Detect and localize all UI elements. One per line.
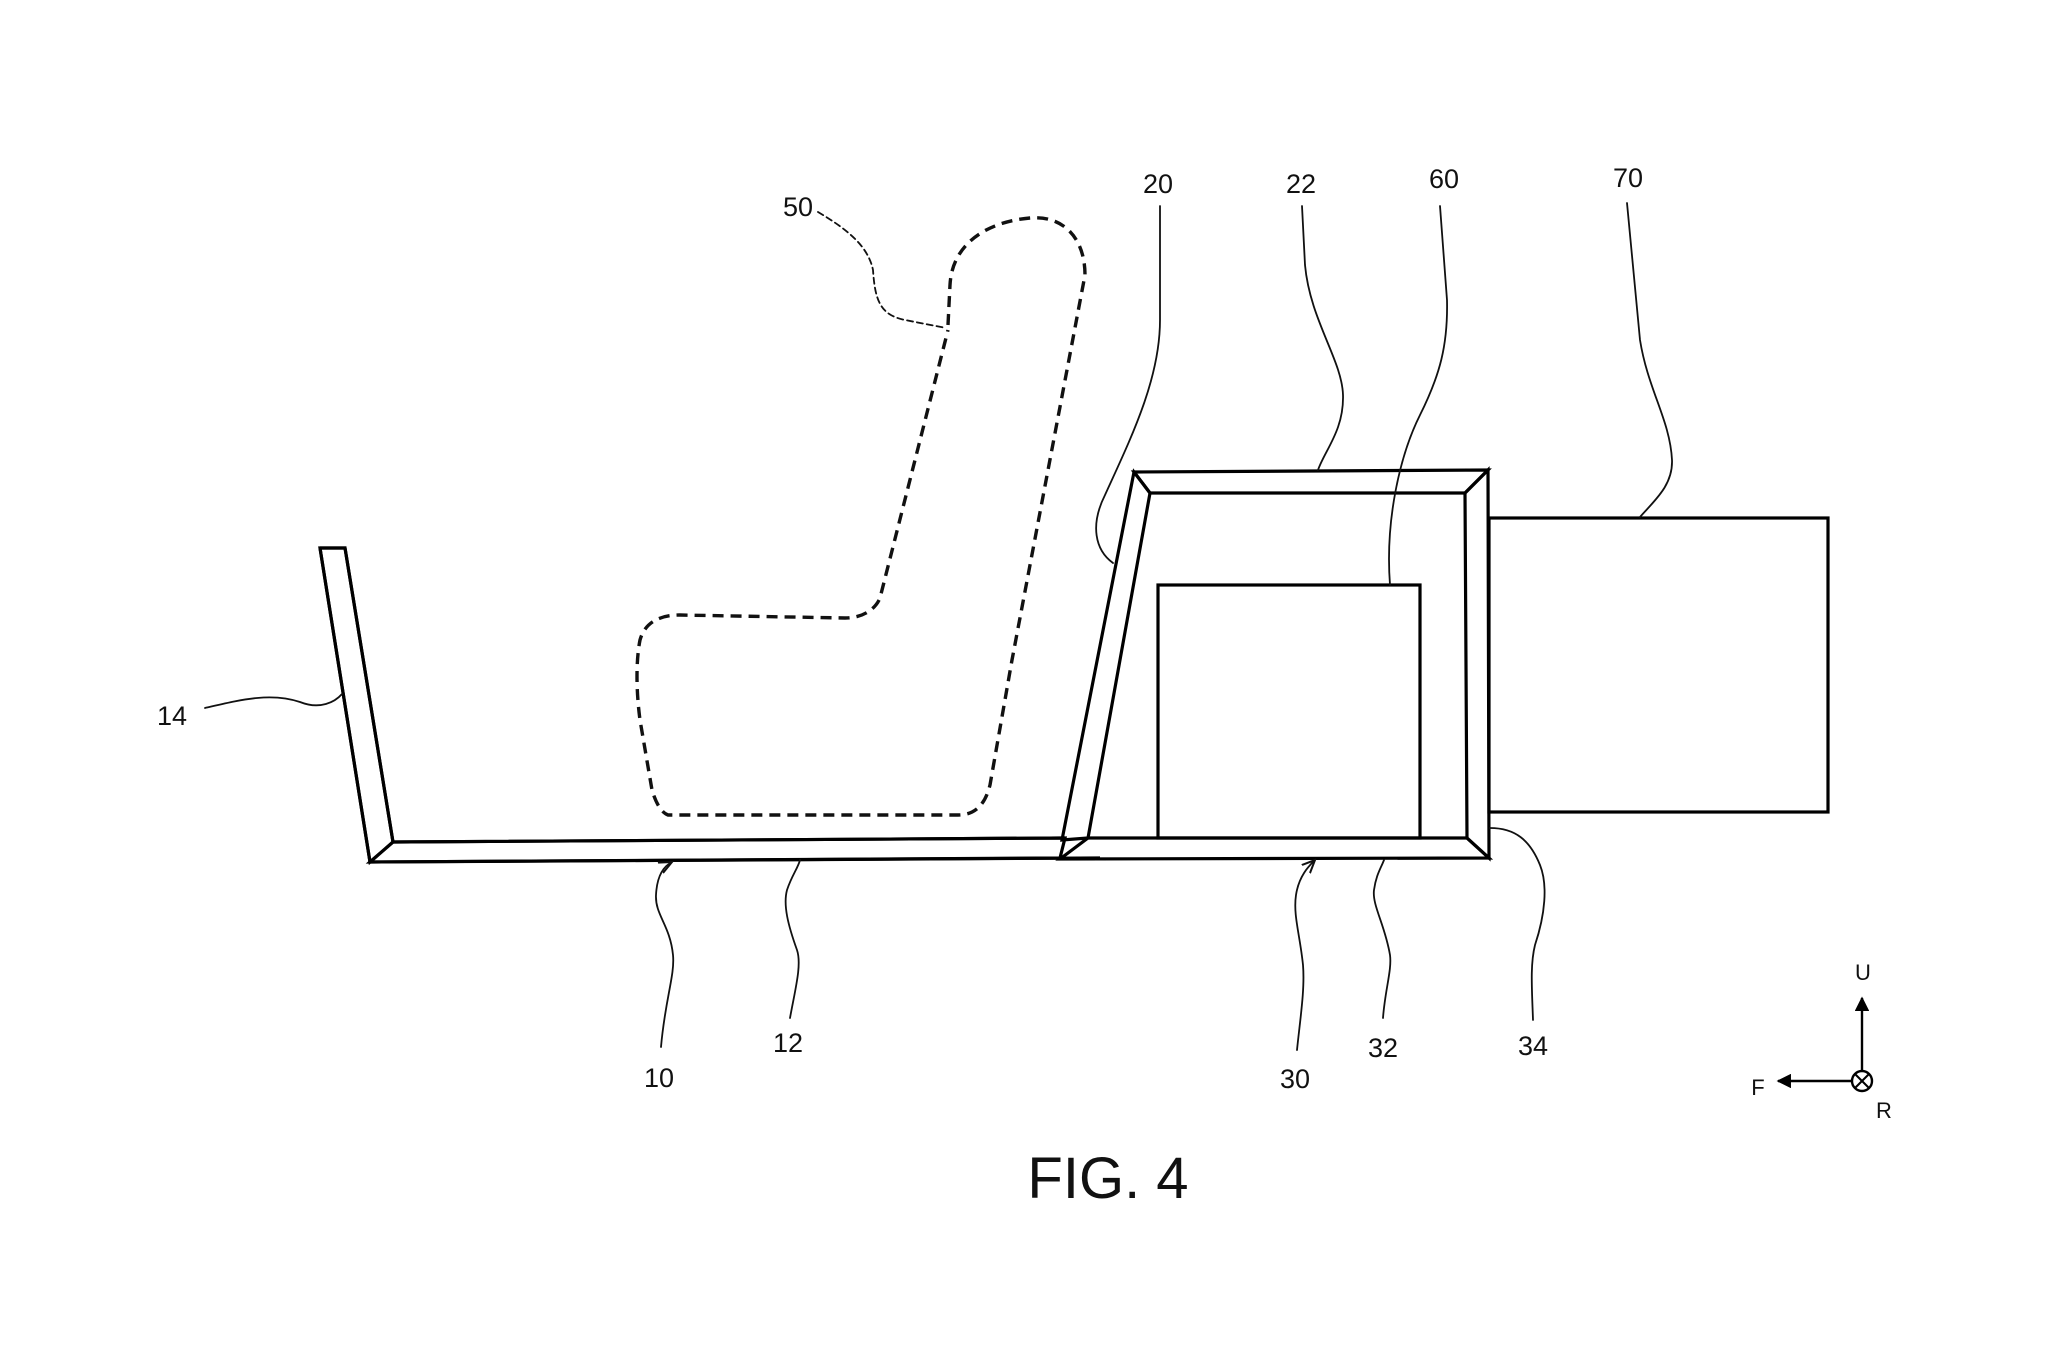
leader-30: [1294, 860, 1315, 1051]
label-10: 10: [644, 1063, 674, 1093]
label-60: 60: [1429, 164, 1459, 194]
label-70: 70: [1613, 163, 1643, 193]
vehicle-body: [318, 546, 1101, 866]
partition-20: [1060, 468, 1152, 842]
label-14: 14: [157, 701, 187, 731]
rear-unit-70: [1487, 516, 1830, 814]
figure-caption: FIG. 4: [1027, 1146, 1188, 1211]
leader-60: [1388, 205, 1448, 586]
leader-22: [1301, 205, 1344, 471]
front-wall-14: [318, 546, 395, 866]
leader-32: [1372, 859, 1392, 1019]
label-right: R: [1876, 1098, 1892, 1123]
label-50: 50: [783, 192, 813, 222]
floor-outline: [318, 546, 1101, 864]
seat-50: [635, 216, 1087, 817]
label-up: U: [1855, 960, 1871, 985]
leader-20: [1095, 205, 1161, 564]
leader-34: [1489, 827, 1546, 1021]
label-22: 22: [1286, 169, 1316, 199]
leader-12: [784, 859, 801, 1019]
leader-lines: [204, 202, 1673, 1051]
label-20: 20: [1143, 169, 1173, 199]
label-34: 34: [1518, 1031, 1548, 1061]
label-32: 32: [1368, 1033, 1398, 1063]
underfloor-box: [1055, 466, 1494, 862]
reference-numerals: 14 50 20 22 60 70 10 12 30 32 34: [157, 163, 1643, 1094]
leader-10: [655, 862, 673, 1048]
direction-indicator: U F R: [1751, 960, 1892, 1123]
label-30: 30: [1280, 1064, 1310, 1094]
leader-50: [817, 211, 947, 329]
battery-60: [1156, 583, 1422, 840]
box-rear-wall-34: [1463, 466, 1491, 862]
into-page-icon: [1850, 1069, 1874, 1093]
label-front: F: [1751, 1075, 1764, 1100]
leader-14: [204, 693, 343, 709]
box-top-22: [1130, 468, 1492, 495]
box-bottom-32: [1055, 836, 1494, 861]
label-12: 12: [773, 1028, 803, 1058]
leader-70: [1626, 202, 1673, 518]
